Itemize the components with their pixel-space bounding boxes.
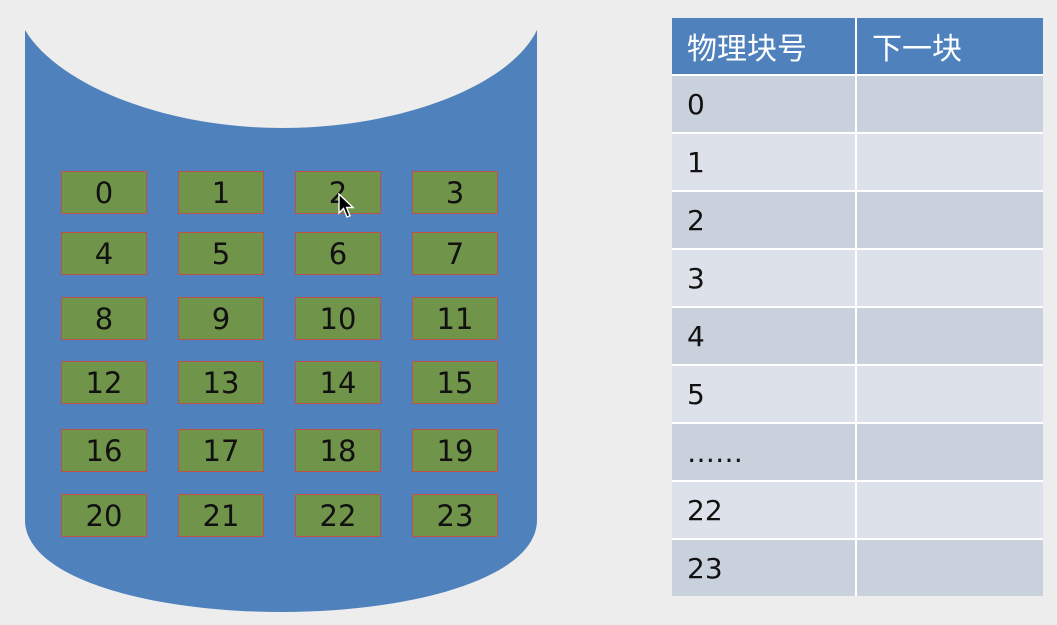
disk-block-9[interactable]: 9 [178, 297, 264, 340]
disk-block-15[interactable]: 15 [412, 361, 498, 404]
disk-block-7[interactable]: 7 [412, 232, 498, 275]
header-next-block: 下一块 [855, 18, 1043, 74]
header-block-number: 物理块号 [672, 18, 855, 74]
table-row: 1 [672, 132, 1043, 190]
cell-next-block[interactable] [855, 132, 1043, 190]
cell-block-number: 22 [672, 480, 855, 538]
disk-block-3[interactable]: 3 [412, 171, 498, 214]
disk-block-5[interactable]: 5 [178, 232, 264, 275]
disk-block-13[interactable]: 13 [178, 361, 264, 404]
disk-cylinder-body [25, 30, 537, 612]
disk-block-11[interactable]: 11 [412, 297, 498, 340]
disk-block-2[interactable]: 2 [295, 171, 381, 214]
disk-block-0[interactable]: 0 [61, 171, 147, 214]
table-row: 5 [672, 364, 1043, 422]
table-row: 3 [672, 248, 1043, 306]
cell-next-block[interactable] [855, 538, 1043, 596]
cell-next-block[interactable] [855, 190, 1043, 248]
disk-block-10[interactable]: 10 [295, 297, 381, 340]
disk-block-17[interactable]: 17 [178, 429, 264, 472]
cell-block-number: 23 [672, 538, 855, 596]
cell-block-number: 4 [672, 306, 855, 364]
table-row: …… [672, 422, 1043, 480]
cell-block-number: 2 [672, 190, 855, 248]
cell-block-number: …… [672, 422, 855, 480]
disk-block-8[interactable]: 8 [61, 297, 147, 340]
disk-block-16[interactable]: 16 [61, 429, 147, 472]
fat-table: 物理块号 下一块 0 1 2 3 4 5 …… [672, 18, 1043, 596]
cell-next-block[interactable] [855, 364, 1043, 422]
cell-next-block[interactable] [855, 422, 1043, 480]
disk-block-4[interactable]: 4 [61, 232, 147, 275]
cell-block-number: 3 [672, 248, 855, 306]
cell-block-number: 0 [672, 74, 855, 132]
disk-cylinder [25, 30, 537, 612]
table-row: 2 [672, 190, 1043, 248]
table-row: 23 [672, 538, 1043, 596]
disk-block-20[interactable]: 20 [61, 494, 147, 537]
cell-next-block[interactable] [855, 480, 1043, 538]
disk-block-6[interactable]: 6 [295, 232, 381, 275]
disk-block-21[interactable]: 21 [178, 494, 264, 537]
cell-block-number: 1 [672, 132, 855, 190]
disk-block-14[interactable]: 14 [295, 361, 381, 404]
table-header-row: 物理块号 下一块 [672, 18, 1043, 74]
disk-block-23[interactable]: 23 [412, 494, 498, 537]
cell-block-number: 5 [672, 364, 855, 422]
cell-next-block[interactable] [855, 306, 1043, 364]
table-row: 0 [672, 74, 1043, 132]
disk-block-1[interactable]: 1 [178, 171, 264, 214]
disk-block-12[interactable]: 12 [61, 361, 147, 404]
table-row: 4 [672, 306, 1043, 364]
cell-next-block[interactable] [855, 74, 1043, 132]
disk-block-18[interactable]: 18 [295, 429, 381, 472]
disk-block-19[interactable]: 19 [412, 429, 498, 472]
disk-block-22[interactable]: 22 [295, 494, 381, 537]
cell-next-block[interactable] [855, 248, 1043, 306]
table-row: 22 [672, 480, 1043, 538]
